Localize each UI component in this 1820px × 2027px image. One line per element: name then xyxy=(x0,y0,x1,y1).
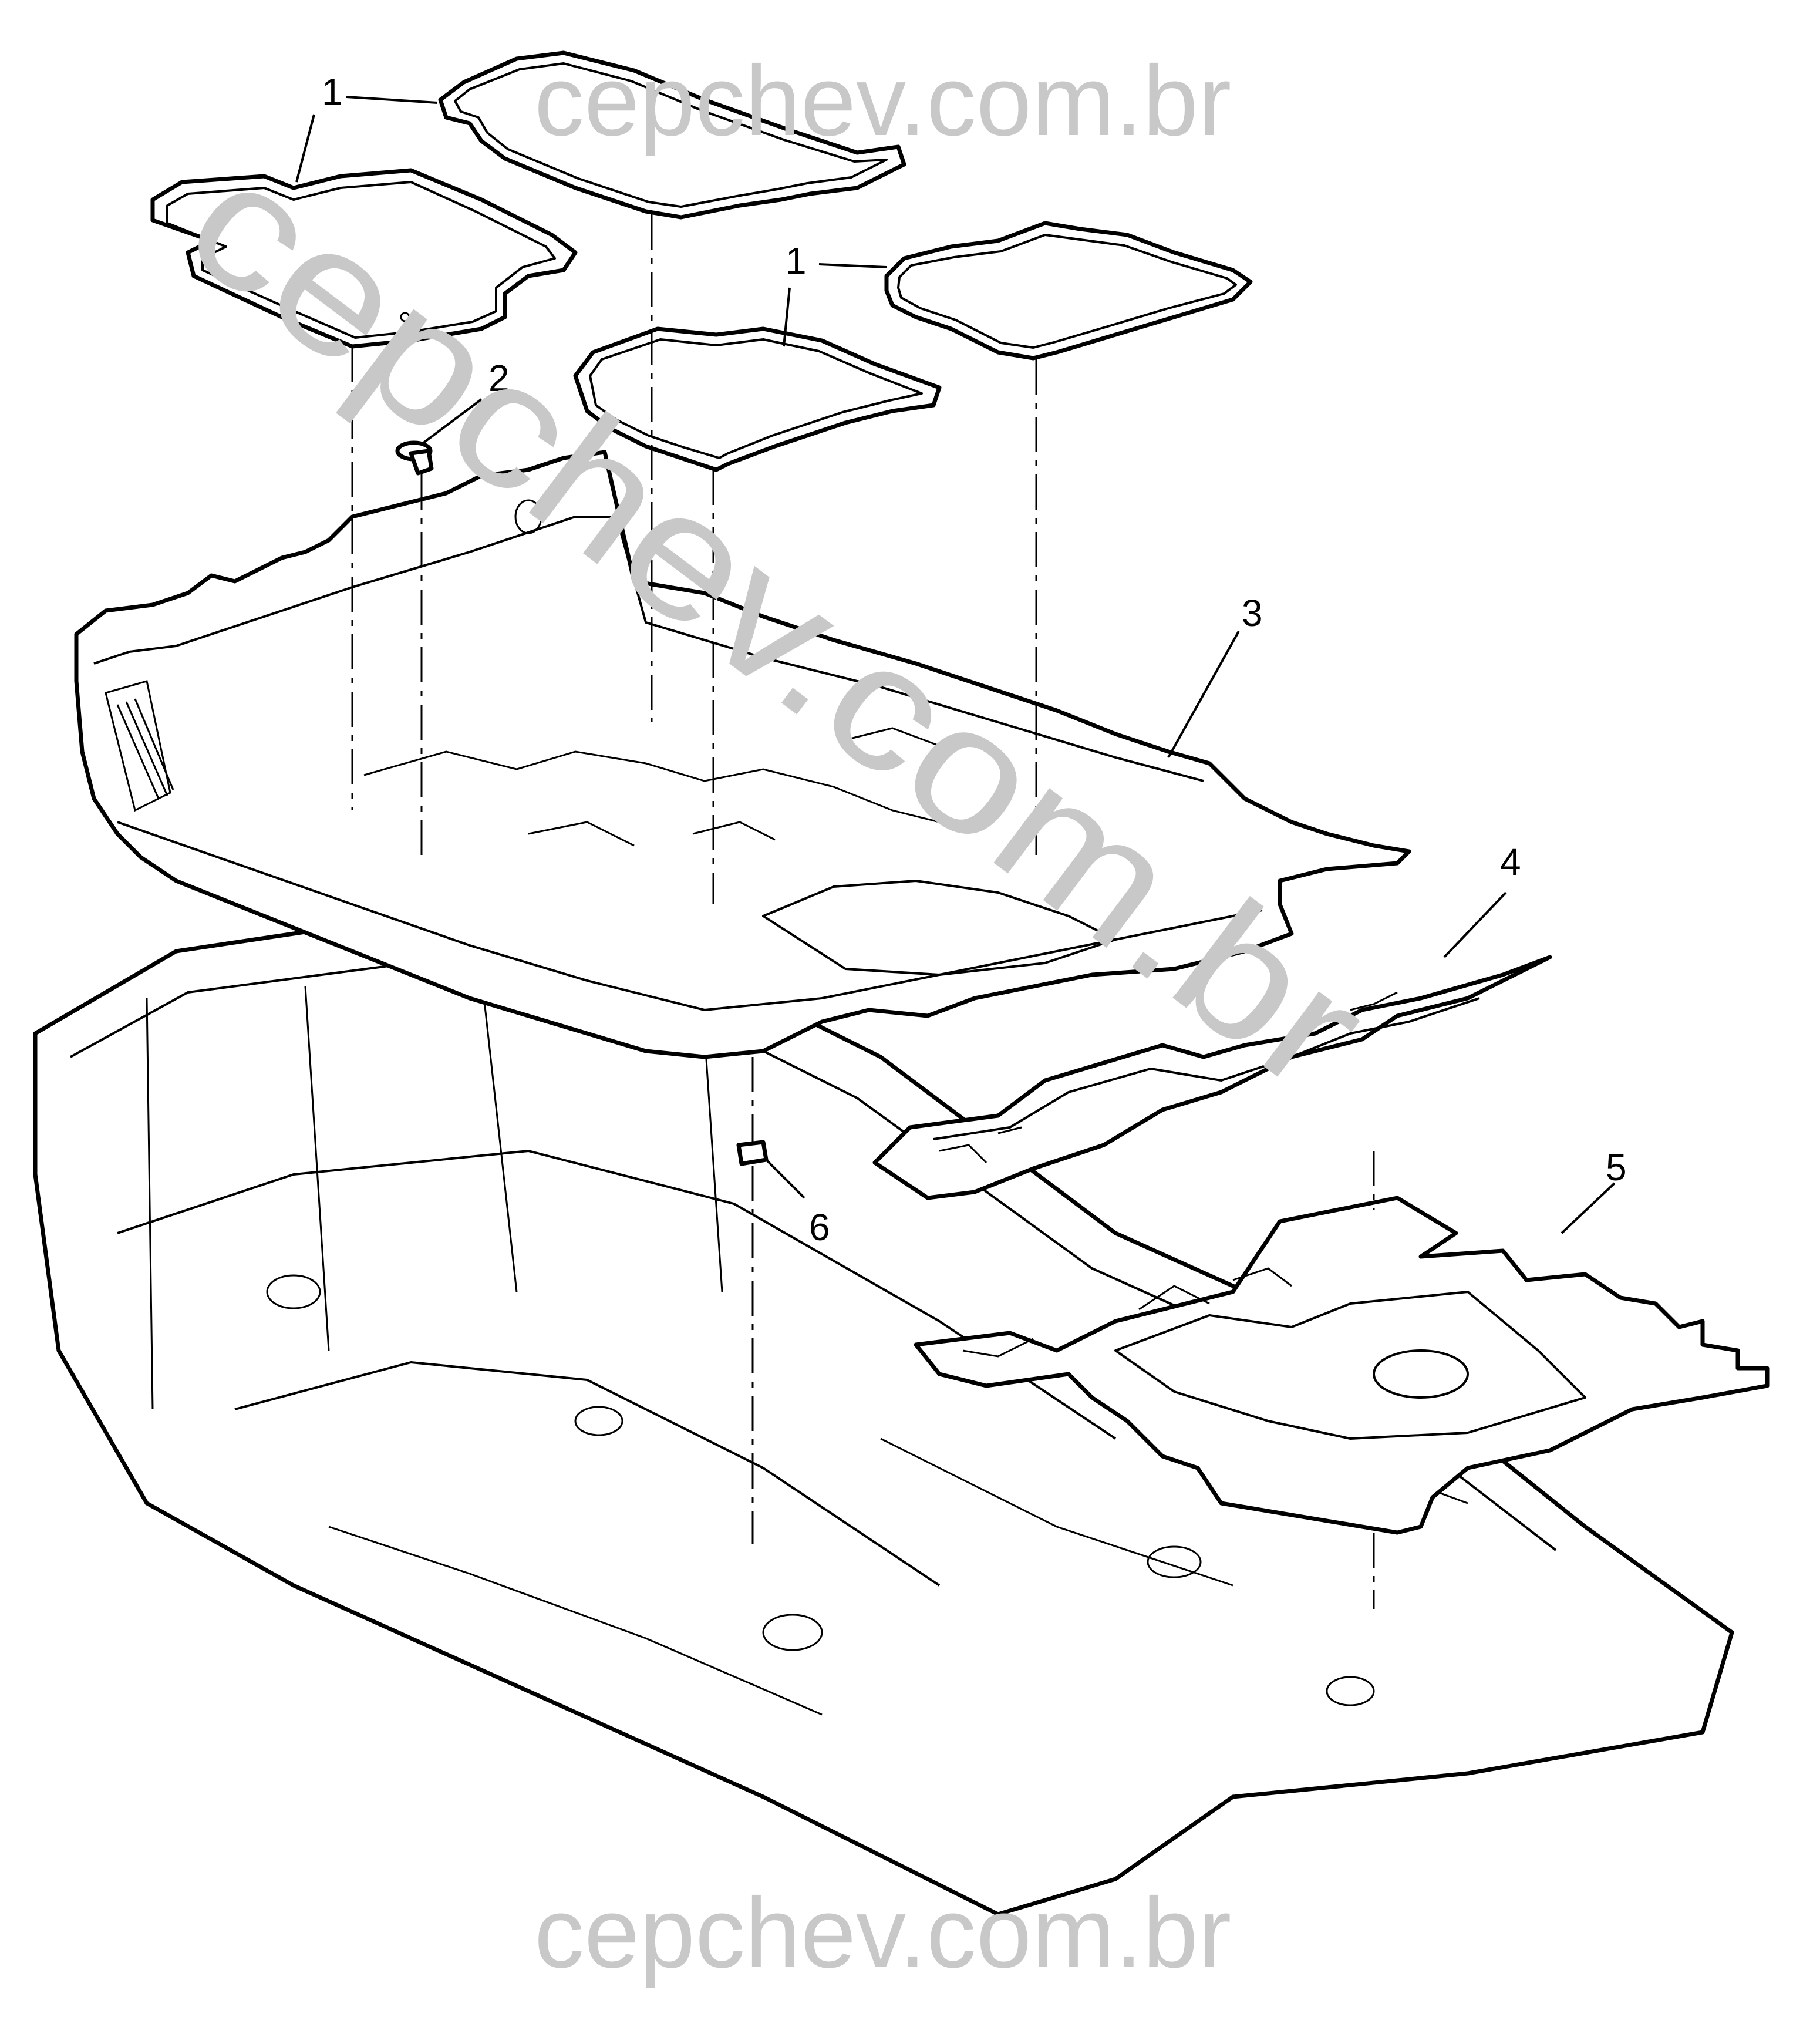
callout-2: 2 xyxy=(488,357,510,399)
mid-floor-carpet xyxy=(872,955,1552,1200)
callout-5: 5 xyxy=(1606,1146,1627,1188)
callout-6: 6 xyxy=(809,1206,830,1248)
rear-floor-carpet xyxy=(914,1196,1770,1535)
floor-mat-rear-left xyxy=(573,326,942,472)
watermark-top: cepchev.com.br xyxy=(534,45,1231,157)
watermark-bottom: cepchev.com.br xyxy=(534,1877,1231,1989)
retainer-part xyxy=(395,440,434,476)
clip-block-part xyxy=(736,1140,769,1166)
callout-3: 3 xyxy=(1242,592,1263,634)
callout-labels: 1 1 2 3 4 5 6 xyxy=(322,70,1627,1248)
floor-mat-front-left xyxy=(150,168,578,349)
floor-mat-rear-right xyxy=(884,221,1253,361)
callout-1b: 1 xyxy=(786,240,807,282)
callout-1a: 1 xyxy=(322,70,343,113)
callout-4: 4 xyxy=(1500,841,1521,883)
callout-leaders xyxy=(295,96,1616,1234)
assembly-centerlines xyxy=(351,214,1375,1609)
floor-mat-front-right xyxy=(438,50,906,220)
main-floor-carpet xyxy=(74,450,1411,1059)
